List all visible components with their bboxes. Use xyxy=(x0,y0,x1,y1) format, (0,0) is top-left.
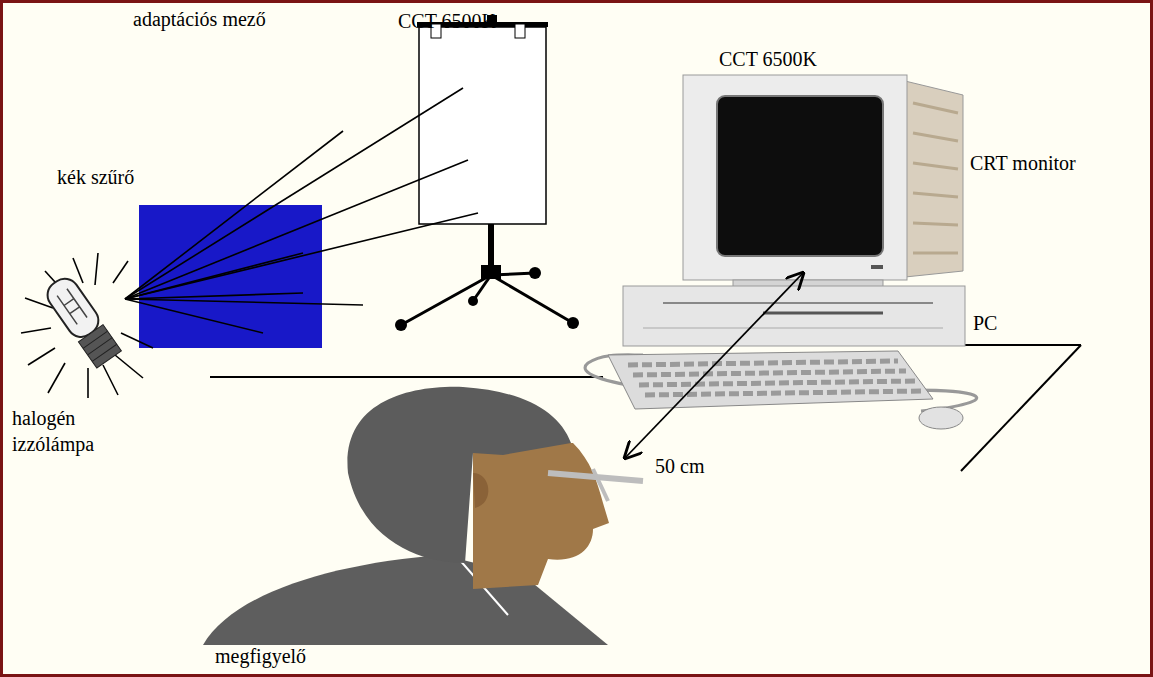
pc-case xyxy=(623,286,965,346)
part-label: kék szűrő xyxy=(57,164,134,190)
part-label: CCT 6500K xyxy=(719,46,817,72)
part-label: CRT monitor xyxy=(970,150,1076,176)
observer xyxy=(203,387,643,645)
crt-monitor xyxy=(683,75,963,288)
mouse xyxy=(919,407,963,429)
halogen-lamp xyxy=(21,253,153,398)
part-label: adaptációs mező xyxy=(133,6,266,32)
light-rays xyxy=(125,88,478,333)
keyboard xyxy=(608,351,933,409)
setup-illustration xyxy=(3,3,1150,674)
part-label: CCT 6500K xyxy=(398,8,496,34)
table xyxy=(210,345,1081,471)
part-label: halogén izzólámpa xyxy=(12,405,130,457)
part-label: megfigyelő xyxy=(215,643,306,669)
adaptation-board xyxy=(395,15,579,331)
distance-arrow xyxy=(625,273,803,458)
blue-filter xyxy=(139,205,322,348)
part-label: PC xyxy=(973,310,997,336)
part-label: 50 cm xyxy=(655,453,704,479)
